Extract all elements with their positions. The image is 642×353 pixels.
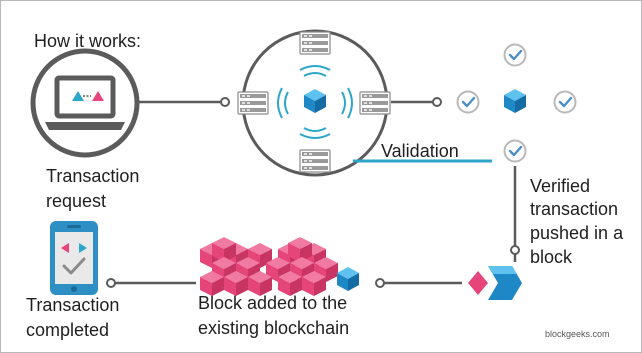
verified-label-line2: transaction <box>530 199 619 219</box>
added-label-line2: existing blockchain <box>198 318 350 338</box>
request-label-line1: Transaction <box>46 166 140 186</box>
watermark: blockgeeks.com <box>545 329 610 339</box>
check-icon-top <box>503 43 527 67</box>
check-icon-bottom <box>503 139 527 163</box>
verified-label-line3: pushed in a <box>530 223 624 243</box>
heading: How it works: <box>34 31 142 51</box>
phone-icon <box>50 221 98 295</box>
laptop-icon <box>30 48 140 158</box>
cube-icon-center <box>304 89 326 113</box>
validation-label: Validation <box>381 141 459 161</box>
signal-waves <box>277 65 353 139</box>
added-label-line1: Block added to the <box>198 293 348 313</box>
verified-label-line4: block <box>530 247 573 267</box>
cube-icon-validated <box>504 89 526 113</box>
server-icon-bottom <box>299 149 331 173</box>
server-icon-left <box>237 91 269 115</box>
request-label-line2: request <box>46 191 107 211</box>
completed-label-line2: completed <box>26 320 110 340</box>
completed-label-line1: Transaction <box>26 295 120 315</box>
verified-label-line1: Verified <box>530 176 591 196</box>
server-icon-right <box>359 91 391 115</box>
check-icon-right <box>553 90 577 114</box>
blockchain-cubes <box>200 237 359 296</box>
block-icon <box>468 266 522 300</box>
server-icon-top <box>299 31 331 55</box>
check-icon-left <box>456 90 480 114</box>
